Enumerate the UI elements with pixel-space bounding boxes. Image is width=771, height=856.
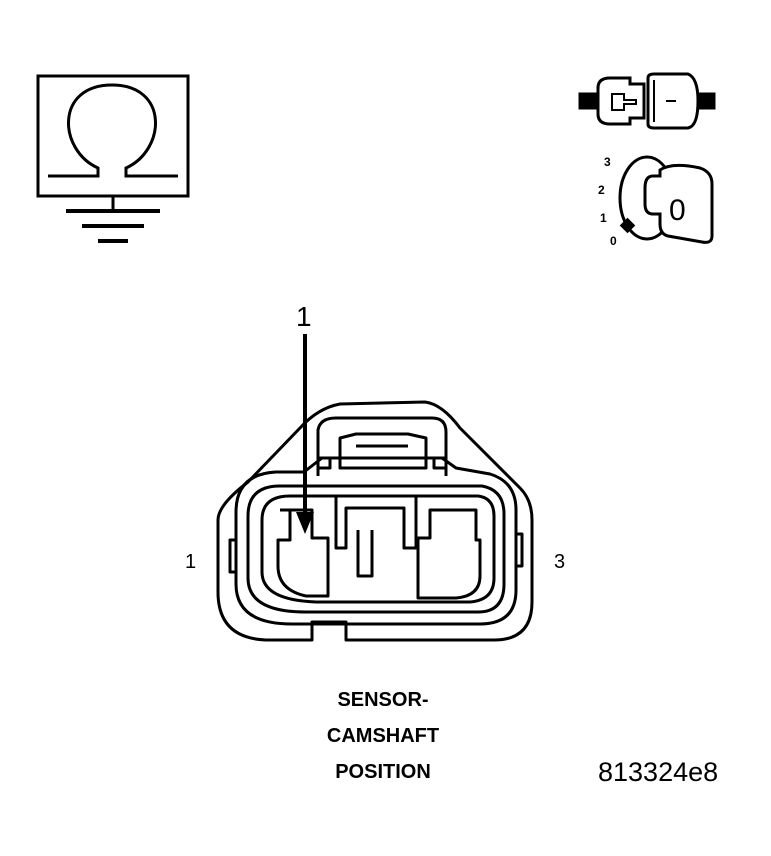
ignition-position-marker — [619, 217, 636, 234]
callout-1: 1 — [296, 301, 314, 534]
connector-left-lug — [228, 538, 236, 574]
ignition-position-0: 0 — [610, 234, 617, 248]
terminal-cavity-2 — [334, 496, 418, 550]
ignition-key-label: 0 — [669, 194, 686, 227]
ignition-position-2: 2 — [598, 183, 605, 197]
ignition-switch-off-icon: 3 2 1 0 0 — [598, 155, 714, 248]
connector-disconnected-icon — [578, 72, 716, 130]
caption-line-3: POSITION — [335, 761, 431, 783]
connector-inner-ring — [234, 456, 518, 626]
terminal-cavity-1 — [276, 508, 330, 598]
pin-label-right: 3 — [554, 551, 565, 573]
ignition-position-3: 3 — [604, 155, 611, 169]
ohmmeter-ground-icon — [36, 74, 190, 243]
caption-line-1: SENSOR- — [337, 689, 428, 711]
callout-label: 1 — [296, 301, 312, 332]
connector-face — [216, 400, 534, 642]
connector-latch — [316, 416, 448, 476]
pin-label-left: 1 — [185, 551, 196, 573]
connector-outer-housing — [216, 400, 534, 642]
terminal-cavity-3 — [416, 508, 482, 600]
caption-line-2: CAMSHAFT — [327, 725, 439, 747]
figure-id: 813324e8 — [598, 757, 718, 787]
ignition-position-1: 1 — [600, 211, 607, 225]
callout-arrowhead — [296, 512, 314, 534]
connector-right-lug — [516, 532, 524, 568]
